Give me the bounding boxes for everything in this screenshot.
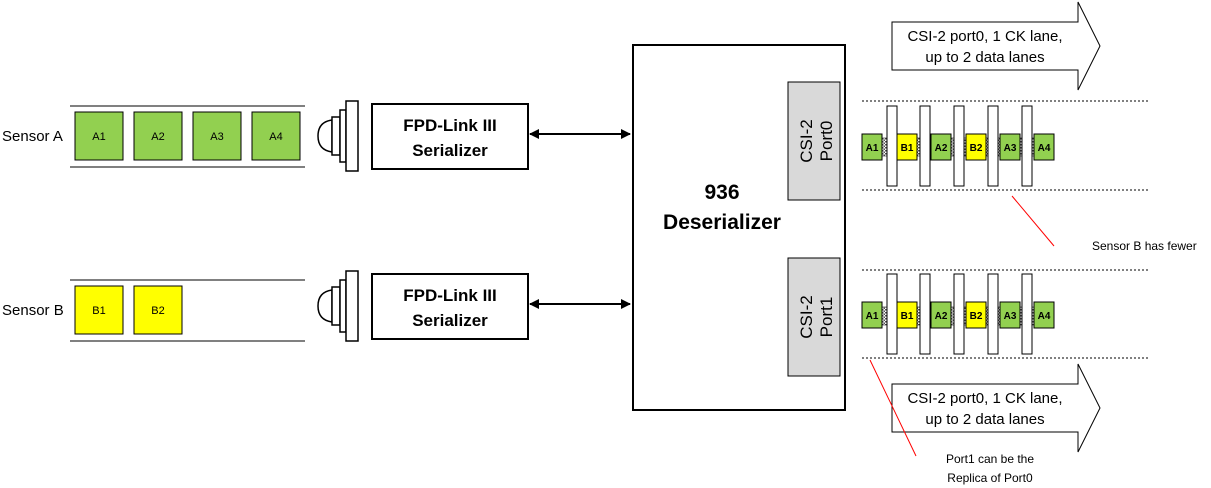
svg-text:up to 2 data lanes: up to 2 data lanes — [925, 411, 1044, 428]
stream-cell: B2 — [965, 301, 987, 329]
stream-cell: A4 — [1033, 301, 1055, 329]
output-stream-port0: A1 B1 A2 B2 A3 A4 — [861, 100, 1150, 191]
svg-text:A4: A4 — [1038, 143, 1051, 154]
callout-line-port1 — [869, 359, 917, 457]
svg-text:B2: B2 — [151, 305, 164, 317]
output-arrow-port0: CSI-2 port0, 1 CK lane, up to 2 data lan… — [891, 1, 1101, 91]
svg-text:A3: A3 — [1004, 311, 1017, 322]
stream-bar — [987, 105, 999, 187]
svg-text:CSI-2 port0, 1 CK lane,: CSI-2 port0, 1 CK lane, — [907, 28, 1062, 45]
stream-cell: A3 — [999, 133, 1021, 161]
svg-text:A2: A2 — [935, 143, 948, 154]
svg-text:B1: B1 — [901, 143, 914, 154]
svg-text:A3: A3 — [1004, 143, 1017, 154]
stream-cell: B1 — [896, 133, 918, 161]
csi-port0: CSI-2 Port0 — [787, 81, 841, 201]
sensor-a-cell: A1 — [74, 111, 124, 161]
svg-text:A1: A1 — [866, 143, 879, 154]
svg-text:A3: A3 — [210, 131, 223, 143]
callout-line-sensor-b — [1011, 195, 1055, 247]
stream-cell: A2 — [930, 133, 952, 161]
sensor-b-cell: B1 — [74, 285, 124, 335]
stream-bar — [886, 105, 898, 187]
svg-text:CSI-2: CSI-2 — [797, 295, 816, 338]
svg-text:A1: A1 — [92, 131, 105, 143]
stream-cell: A4 — [1033, 133, 1055, 161]
csi-port1: CSI-2 Port1 — [787, 257, 841, 377]
sensor-a-cell: A2 — [133, 111, 183, 161]
stream-cell: A3 — [999, 301, 1021, 329]
svg-text:CSI-2 port0, 1 CK lane,: CSI-2 port0, 1 CK lane, — [907, 390, 1062, 407]
stream-bar — [953, 105, 965, 187]
camera-icon — [317, 270, 359, 342]
svg-text:B1: B1 — [92, 305, 105, 317]
svg-text:B2: B2 — [970, 311, 983, 322]
svg-text:FPD-Link III: FPD-Link III — [403, 286, 497, 305]
svg-text:B2: B2 — [970, 143, 983, 154]
svg-text:Serializer: Serializer — [412, 141, 488, 160]
stream-bar — [953, 273, 965, 355]
svg-text:A4: A4 — [1038, 311, 1051, 322]
svg-text:CSI-2: CSI-2 — [797, 119, 816, 162]
svg-text:Deserializer: Deserializer — [663, 211, 781, 234]
svg-text:A2: A2 — [935, 311, 948, 322]
svg-text:B1: B1 — [901, 311, 914, 322]
stream-bar — [886, 273, 898, 355]
note-sensor-b: Sensor B has fewer — [1092, 239, 1197, 253]
svg-text:up to 2 data lanes: up to 2 data lanes — [925, 49, 1044, 66]
sensor-a-cell: A4 — [251, 111, 301, 161]
output-stream-port1: A1 B1 A2 B2 A3 A4 — [861, 269, 1150, 359]
camera-icon — [317, 100, 359, 172]
stream-bar — [987, 273, 999, 355]
stream-cell: A1 — [861, 133, 883, 161]
output-arrow-port1: CSI-2 port0, 1 CK lane, up to 2 data lan… — [891, 363, 1101, 453]
sensor-b: Sensor B B1 B2 — [2, 279, 305, 342]
note-port1-line1: Port1 can be the — [946, 452, 1034, 466]
stream-cell: A2 — [930, 301, 952, 329]
stream-bar — [919, 273, 931, 355]
stream-cell: A1 — [861, 301, 883, 329]
stream-bar — [1021, 273, 1033, 355]
serializer-b: FPD-Link III Serializer — [371, 273, 529, 340]
stream-bar — [1021, 105, 1033, 187]
svg-text:FPD-Link III: FPD-Link III — [403, 116, 497, 135]
sensor-a-cell: A3 — [192, 111, 242, 161]
svg-text:936: 936 — [704, 181, 739, 204]
sensor-b-label: Sensor B — [2, 302, 64, 319]
svg-text:Port0: Port0 — [817, 121, 836, 162]
serializer-a: FPD-Link III Serializer — [371, 103, 529, 170]
sensor-a: Sensor A A1 A2 A3 A4 — [2, 105, 305, 168]
sensor-b-cell: B2 — [133, 285, 183, 335]
stream-cell: B2 — [965, 133, 987, 161]
svg-text:Serializer: Serializer — [412, 311, 488, 330]
svg-text:A1: A1 — [866, 311, 879, 322]
stream-bar — [919, 105, 931, 187]
svg-text:A2: A2 — [151, 131, 164, 143]
svg-text:A4: A4 — [269, 131, 282, 143]
sensor-a-label: Sensor A — [2, 128, 63, 145]
note-port1-line2: Replica of Port0 — [947, 471, 1033, 485]
svg-text:Port1: Port1 — [817, 297, 836, 338]
stream-cell: B1 — [896, 301, 918, 329]
